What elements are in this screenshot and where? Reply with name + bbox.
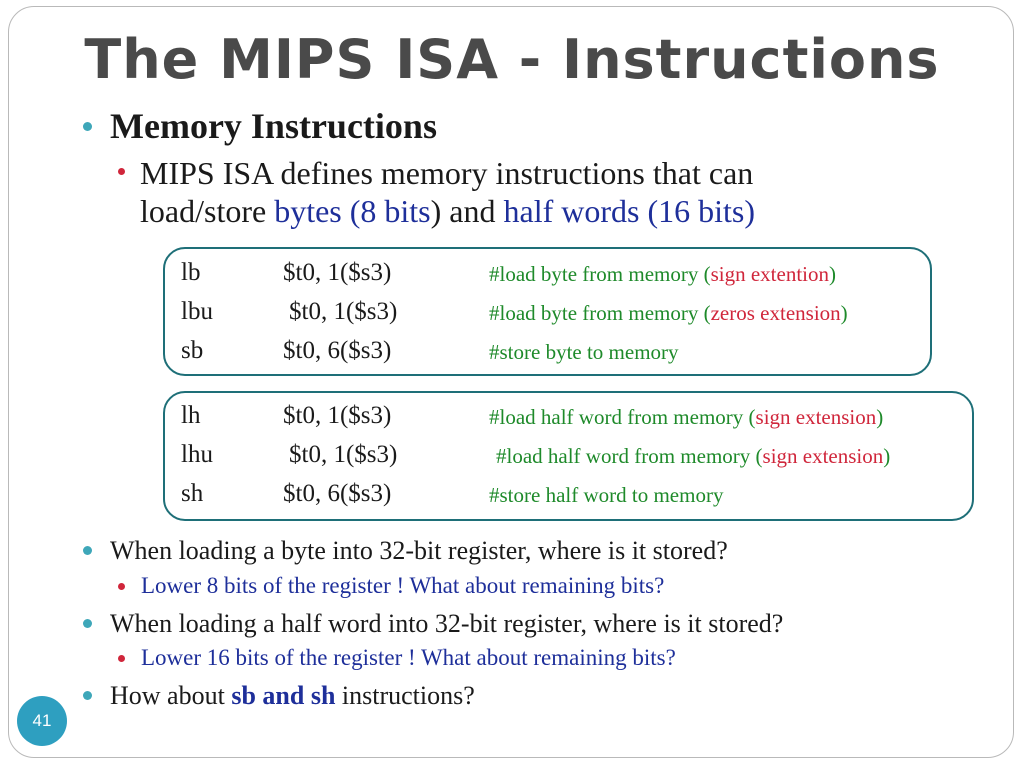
comment-close: ) [876, 405, 884, 429]
instruction-opcode: lbu [181, 298, 213, 325]
intro-line1: MIPS ISA defines memory instructions tha… [140, 155, 754, 191]
comment-text: #load half word from memory ( [489, 405, 756, 429]
comment-close: ) [883, 444, 891, 468]
intro-halfwords: half words (16 bits) [503, 193, 755, 229]
instruction-comment: #load byte from memory (sign extention) [489, 262, 836, 287]
section-heading: Memory Instructions [110, 106, 437, 146]
instruction-comment: #load byte from memory (zeros extension) [489, 301, 848, 326]
comment-extension-type: sign extension [762, 444, 884, 468]
comment-text: #load half word from memory ( [496, 444, 763, 468]
question-halfword: When loading a half word into 32-bit reg… [110, 609, 784, 638]
slide-title: The MIPS ISA - Instructions [84, 28, 940, 91]
sub-bullet-icon [118, 168, 125, 175]
intro-text: MIPS ISA defines memory instructions tha… [140, 154, 755, 230]
comment-extension-type: sign extension [755, 405, 877, 429]
comment-close: ) [829, 262, 837, 286]
instruction-comment: #store half word to memory [489, 483, 723, 508]
intro-and: ) and [430, 193, 504, 229]
comment-extension-type: zeros extension [710, 301, 841, 325]
instruction-opcode: lh [181, 402, 201, 429]
bullet-icon [83, 619, 92, 628]
question-store-pre: How about [110, 681, 232, 710]
answer-byte: Lower 8 bits of the register ! What abou… [141, 573, 665, 598]
page-number-badge: 41 [17, 696, 67, 746]
intro-bytes: bytes (8 bits [274, 193, 431, 229]
question-byte: When loading a byte into 32-bit register… [110, 536, 728, 565]
bullet-icon [83, 546, 92, 555]
instruction-comment: #store byte to memory [489, 340, 679, 365]
byte-instructions-box [163, 247, 932, 376]
instruction-operands: $t0, 1($s3) [283, 402, 392, 429]
instruction-operands: $t0, 1($s3) [289, 298, 398, 325]
instruction-opcode: sb [181, 337, 204, 364]
bullet-icon [83, 122, 92, 131]
sub-bullet-icon [118, 655, 125, 662]
instruction-operands: $t0, 1($s3) [289, 441, 398, 468]
comment-text: #load byte from memory ( [489, 262, 711, 286]
comment-text: #load byte from memory ( [489, 301, 711, 325]
comment-text: #store half word to memory [489, 483, 724, 507]
instruction-operands: $t0, 1($s3) [283, 259, 392, 286]
comment-extension-type: sign extention [710, 262, 830, 286]
bullet-icon [83, 691, 92, 700]
instruction-comment: #load half word from memory (sign extens… [489, 405, 883, 430]
sub-bullet-icon [118, 583, 125, 590]
question-store-bold: sb and sh [231, 681, 336, 710]
instruction-operands: $t0, 6($s3) [283, 480, 392, 507]
intro-load-store: load/store [140, 193, 275, 229]
instruction-operands: $t0, 6($s3) [283, 337, 392, 364]
comment-text: #store byte to memory [489, 340, 679, 364]
comment-close: ) [840, 301, 848, 325]
question-store: How about sb and sh instructions? [110, 681, 475, 711]
instruction-comment: #load half word from memory (sign extens… [496, 444, 890, 469]
question-store-post: instructions? [335, 681, 475, 710]
halfword-instructions-box [163, 391, 974, 521]
slide-frame [8, 6, 1014, 758]
instruction-opcode: lb [181, 259, 201, 286]
answer-halfword: Lower 16 bits of the register ! What abo… [141, 645, 676, 670]
instruction-opcode: lhu [181, 441, 213, 468]
instruction-opcode: sh [181, 480, 204, 507]
